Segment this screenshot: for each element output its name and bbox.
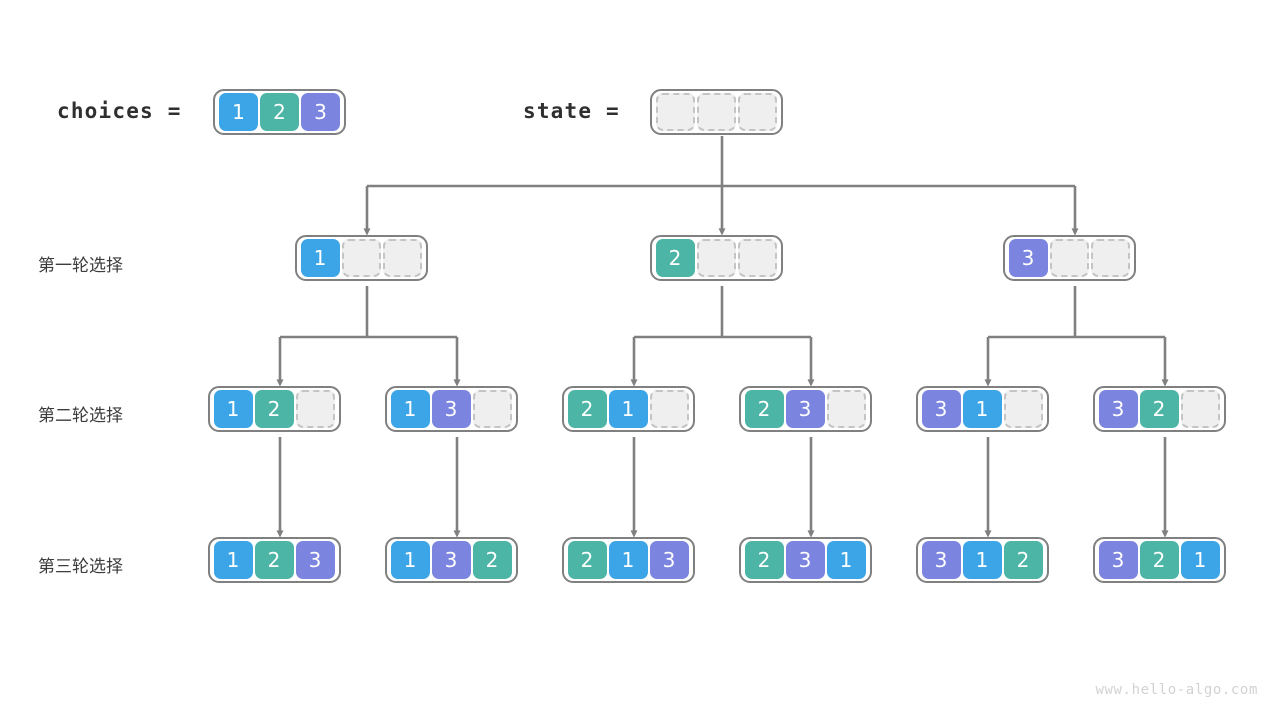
node-row2-3-cell-1: 1	[608, 390, 648, 428]
node-row2-4-cell-2	[826, 390, 866, 428]
node-row2-3-cell-0: 2	[567, 390, 607, 428]
node-row3-3-cell-1: 1	[608, 541, 648, 579]
node-row3-6-cell-0: 3	[1098, 541, 1138, 579]
row-label-round-3: 第三轮选择	[38, 557, 123, 577]
node-row3-5-cell-1: 1	[962, 541, 1002, 579]
node-row1-2-cell-2	[737, 239, 777, 277]
state-label: state =	[523, 99, 620, 123]
node-row1-1-cell-2	[382, 239, 422, 277]
row-label-round-1: 第一轮选择	[38, 256, 123, 276]
node-row2-4-cell-1: 3	[785, 390, 825, 428]
node-row3-3-cell-2: 3	[649, 541, 689, 579]
node-row3-4-cell-1: 3	[785, 541, 825, 579]
node-row3-1-cell-2: 3	[295, 541, 335, 579]
state-array	[650, 89, 783, 135]
node-row2-1-cell-0: 1	[213, 390, 253, 428]
node-row1-2-cell-0: 2	[655, 239, 695, 277]
choices-label: choices =	[57, 99, 182, 123]
node-row1-3-cell-2	[1090, 239, 1130, 277]
node-row2-5-cell-0: 3	[921, 390, 961, 428]
node-row1-1-cell-0: 1	[300, 239, 340, 277]
node-row2-1-cell-1: 2	[254, 390, 294, 428]
node-row1-3-cell-1	[1049, 239, 1089, 277]
node-row1-2: 2	[649, 235, 783, 281]
node-row1-1-cell-1	[341, 239, 381, 277]
node-row2-3-cell-2	[649, 390, 689, 428]
state-cell-1	[697, 93, 736, 131]
node-row2-6-cell-2	[1180, 390, 1220, 428]
node-row2-6-cell-0: 3	[1098, 390, 1138, 428]
node-row3-6-cell-1: 2	[1139, 541, 1179, 579]
node-row3-2-cell-0: 1	[390, 541, 430, 579]
node-row3-6-cell-2: 1	[1180, 541, 1220, 579]
node-row2-5-cell-2	[1003, 390, 1043, 428]
node-row1-1: 1	[294, 235, 428, 281]
state-cell-2	[738, 93, 777, 131]
node-row3-3-cell-0: 2	[567, 541, 607, 579]
node-row3-5-cell-2: 2	[1003, 541, 1043, 579]
node-row2-5-cell-1: 1	[962, 390, 1002, 428]
node-row3-1-cell-1: 2	[254, 541, 294, 579]
choices-cell-2: 3	[301, 93, 340, 131]
node-row1-3-cell-0: 3	[1008, 239, 1048, 277]
watermark: www.hello-algo.com	[1095, 682, 1258, 698]
node-row1-2-cell-1	[696, 239, 736, 277]
node-row2-2-cell-1: 3	[431, 390, 471, 428]
node-row2-2-cell-0: 1	[390, 390, 430, 428]
node-row2-4-cell-0: 2	[744, 390, 784, 428]
node-row2-2-cell-2	[472, 390, 512, 428]
node-row1-3: 3	[1002, 235, 1136, 281]
choices-cell-0: 1	[219, 93, 258, 131]
node-row2-1-cell-2	[295, 390, 335, 428]
choices-cell-1: 2	[260, 93, 299, 131]
row-label-round-2: 第二轮选择	[38, 406, 123, 426]
node-row3-2-cell-1: 3	[431, 541, 471, 579]
node-row3-5-cell-0: 3	[921, 541, 961, 579]
node-row3-1-cell-0: 1	[213, 541, 253, 579]
node-row3-4-cell-0: 2	[744, 541, 784, 579]
node-row3-4-cell-2: 1	[826, 541, 866, 579]
state-cell-0	[656, 93, 695, 131]
node-row2-6-cell-1: 2	[1139, 390, 1179, 428]
node-row3-2-cell-2: 2	[472, 541, 512, 579]
